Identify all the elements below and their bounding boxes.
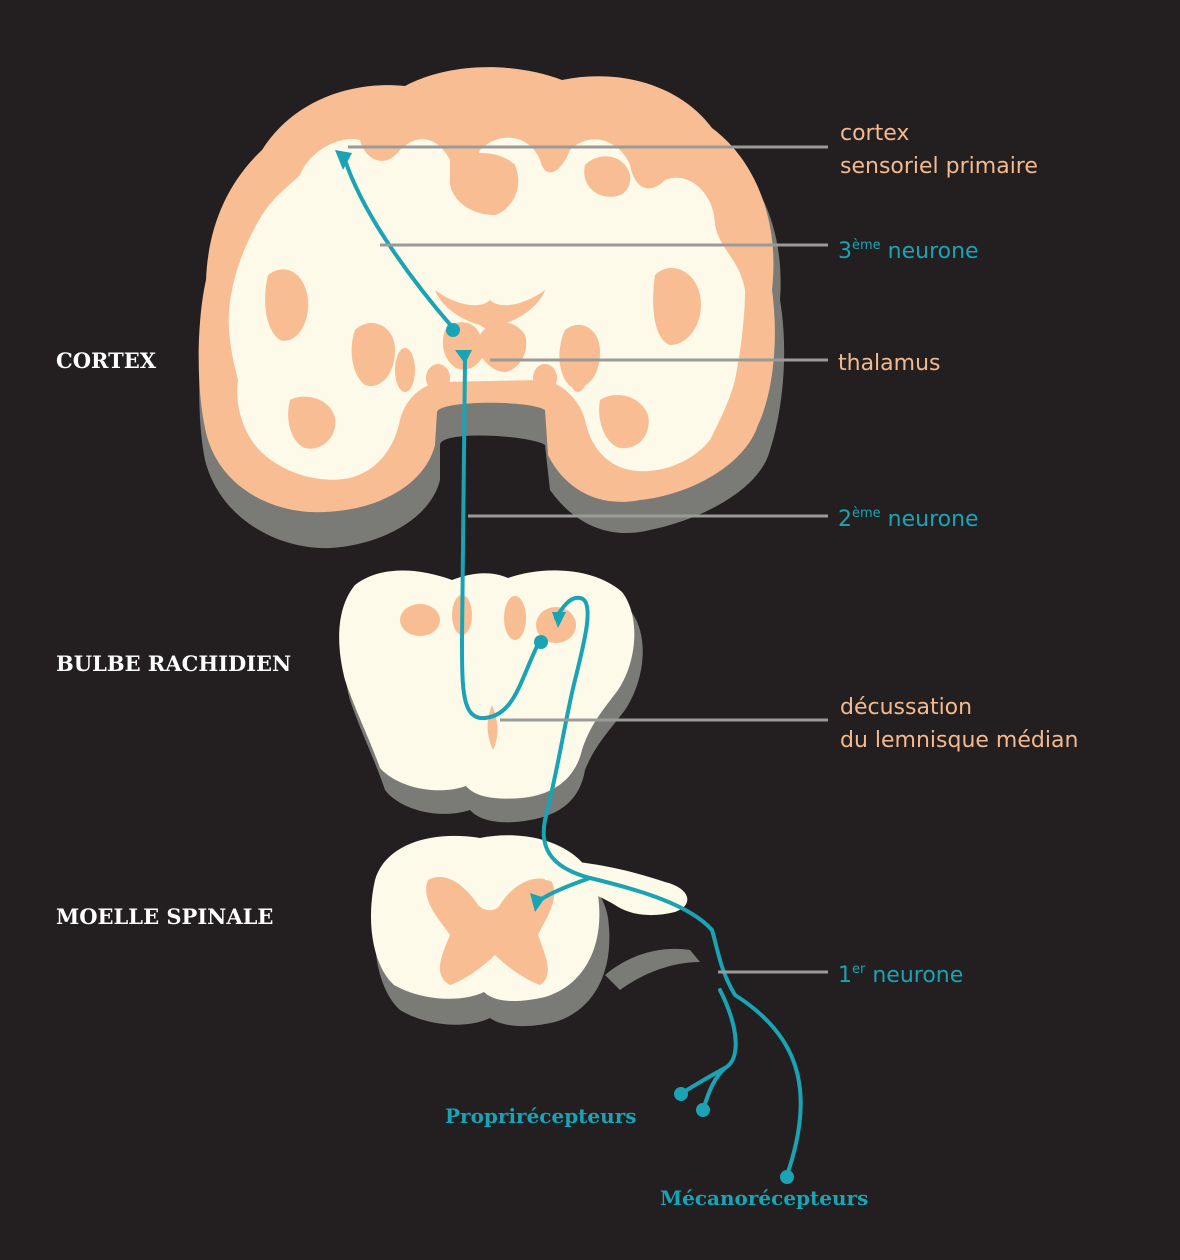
arrow-thalamus-icon bbox=[455, 350, 472, 364]
label-decussation-line1: décussation bbox=[840, 695, 972, 720]
ventricles bbox=[435, 290, 545, 329]
spinal-grey-butterfly bbox=[426, 876, 555, 985]
label-proprio: Proprirécepteurs bbox=[445, 1104, 636, 1128]
mecano-terminal-icon bbox=[780, 1170, 794, 1184]
gyrus-5 bbox=[599, 395, 649, 449]
medulla-nucleus-3 bbox=[504, 596, 526, 640]
gyrus-1 bbox=[450, 153, 519, 215]
first-neuron-branch-proprio bbox=[680, 988, 738, 1095]
thalamus-terminal-icon bbox=[446, 323, 460, 337]
medulla-terminal-icon bbox=[534, 635, 548, 649]
section-label-cortex: CORTEX bbox=[56, 348, 157, 373]
medulla-nucleus-4 bbox=[536, 607, 576, 643]
label-thalamus: thalamus bbox=[838, 351, 940, 376]
proprio-terminal-1-icon bbox=[674, 1087, 688, 1101]
nucleus-right bbox=[533, 364, 557, 392]
label-cortex-line2: sensoriel primaire bbox=[840, 154, 1038, 179]
label-neurone2-sup: ème bbox=[852, 506, 881, 521]
gyrus-6 bbox=[288, 396, 336, 449]
label-neurone3-sup: ème bbox=[852, 238, 881, 253]
brain-coronal-section-icon bbox=[198, 67, 785, 549]
section-label-bulbe: BULBE RACHIDIEN bbox=[56, 651, 291, 676]
basal-ganglia-left bbox=[351, 322, 395, 386]
gyrus-4 bbox=[265, 269, 309, 341]
putamen-left bbox=[395, 348, 415, 392]
label-decussation-line2: du lemnisque médian bbox=[840, 728, 1078, 753]
medulla-cross-section-icon bbox=[339, 570, 643, 823]
gyrus-3 bbox=[653, 267, 701, 345]
label-neurone2: 2ème neurone bbox=[838, 506, 979, 532]
gyrus-2 bbox=[584, 156, 631, 197]
arrow-medulla-icon bbox=[552, 612, 566, 628]
arrow-cortex-icon bbox=[335, 150, 352, 170]
proprio-terminal-2-icon bbox=[696, 1103, 710, 1117]
neuron-markers bbox=[335, 150, 794, 1184]
label-neurone1-num: 1 bbox=[838, 963, 852, 988]
label-neurone3-text: neurone bbox=[881, 239, 979, 264]
nucleus-left bbox=[426, 364, 450, 392]
label-neurone2-text: neurone bbox=[881, 507, 979, 532]
label-neurone3: 3ème neurone bbox=[838, 238, 979, 264]
label-neurone1: 1er neurone bbox=[838, 962, 963, 988]
label-mecano: Mécanorécepteurs bbox=[660, 1186, 868, 1210]
second-neuron-path bbox=[460, 358, 542, 721]
label-cortex-line1: cortex bbox=[840, 121, 909, 146]
leader-lines bbox=[348, 145, 828, 974]
label-neurone2-num: 2 bbox=[838, 507, 852, 532]
medulla-nucleus-1 bbox=[400, 604, 440, 636]
third-neuron-path bbox=[343, 158, 455, 330]
label-neurone1-text: neurone bbox=[865, 963, 963, 988]
arrow-spinal-icon bbox=[530, 893, 545, 912]
section-label-moelle: MOELLE SPINALE bbox=[56, 904, 273, 929]
putamen-right bbox=[568, 348, 588, 392]
first-neuron-main bbox=[541, 595, 803, 1177]
neuron-pathway bbox=[343, 158, 803, 1177]
spinal-cord-cross-section-icon bbox=[370, 835, 700, 1027]
medulla-body bbox=[339, 570, 635, 799]
label-neurone3-num: 3 bbox=[838, 239, 852, 264]
label-neurone1-sup: er bbox=[852, 962, 866, 977]
